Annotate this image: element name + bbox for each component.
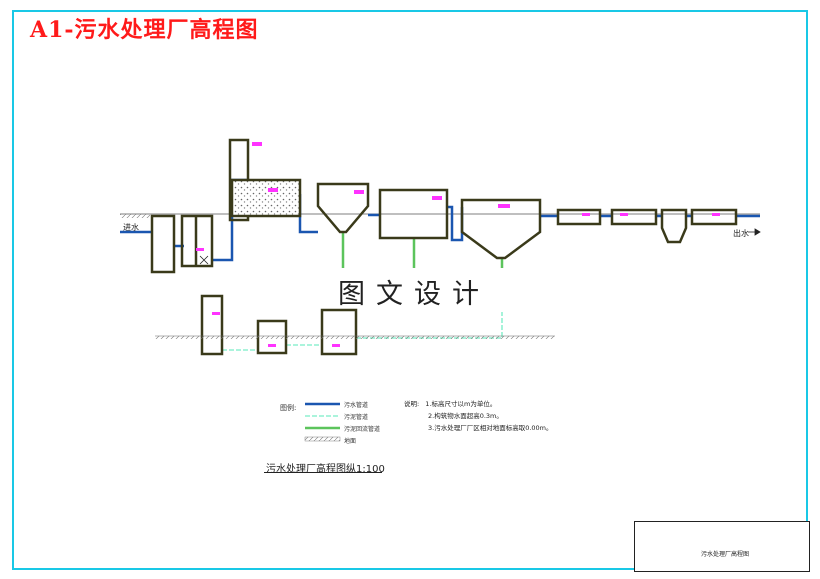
legend-heading: 图例: [280,404,297,412]
note-line-1: 1.标高尺寸以m为单位。 [425,400,497,408]
outlet-arrow [748,228,761,236]
watermark-text: 图文设计 [338,279,490,310]
notes-block: 说明: 1.标高尺寸以m为单位。 2.构筑物水面超高0.3m。 3.污水处理厂厂… [404,398,553,434]
note-line-3: 3.污水处理厂厂区相对地面标高取0.00m。 [428,424,553,432]
legend-item-sludge: 污泥管道 [344,414,369,421]
valve-symbol [199,255,209,265]
ground-line-lower [155,335,555,339]
legend-item-ground: 地面 [344,438,357,445]
ground-line-upper [120,213,760,218]
structures-upper [150,138,738,274]
title-block-drawing-name: 污水处理厂高程图 [701,551,750,558]
title-block: 污水处理厂高程图 [634,521,810,572]
sludge-pipe [222,312,503,351]
caption-underline [264,472,382,473]
return-sludge-pipe [341,232,504,268]
outlet-label: 出水 [733,229,749,238]
legend-item-sewage: 污水管道 [344,402,369,409]
note-line-2: 2.构筑物水面超高0.3m。 [428,412,503,420]
drawing-frame [12,10,808,570]
drawing-caption: 污水处理厂高程图纵1:100 [266,464,385,475]
elevation-markers [196,142,720,347]
legend-swatches [304,402,341,442]
inlet-label: 进水 [123,223,139,232]
notes-heading: 说明: [404,400,420,408]
drawing-title: A1-污水处理厂高程图 [30,17,259,43]
sewage-pipe [120,178,760,262]
legend-item-return-sludge: 污泥回流管道 [344,426,381,433]
